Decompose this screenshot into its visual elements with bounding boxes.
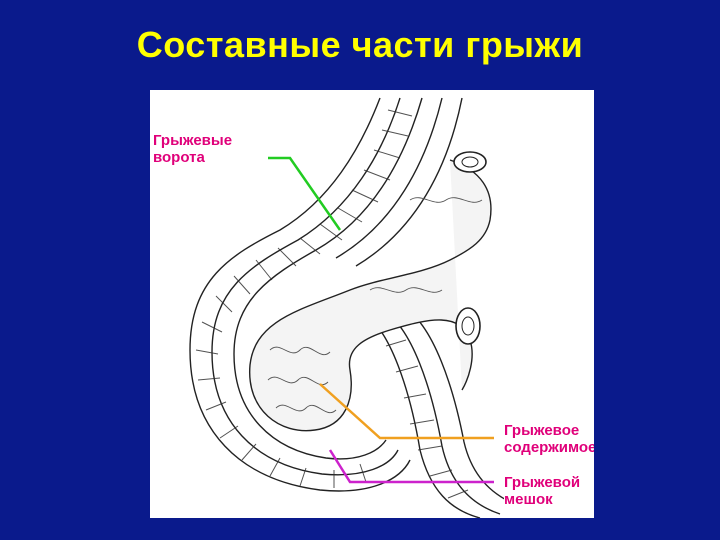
hernial-ring-label: Грыжевые ворота (153, 132, 233, 166)
bowel-cut-end-lower (455, 307, 481, 345)
muscle-hatching (195, 109, 413, 488)
bowel-cut-end-lower-inner (461, 316, 475, 336)
bowel-loop (249, 159, 492, 432)
hernial-sac-pointer (328, 449, 494, 484)
bowel-texture (267, 197, 483, 413)
hernial-sac-label: Грыжевой мешок (504, 474, 581, 508)
abdominal-wall-lower (364, 305, 521, 518)
lower-hatching (371, 315, 469, 499)
hernial-contents-label: Грыжевое содержимое (504, 422, 594, 456)
slide-title: Составные части грыжи (136, 24, 584, 65)
hernial-ring-pointer (268, 156, 342, 231)
bowel-cut-end-upper (453, 151, 487, 173)
hernia-illustration (189, 97, 521, 518)
hernial-contents-pointer (319, 383, 494, 440)
bowel-cut-end-upper-inner (461, 156, 479, 168)
hernia-illustration-panel: Грыжевые ворота Грыжевое содержимое Грыж… (150, 90, 594, 518)
